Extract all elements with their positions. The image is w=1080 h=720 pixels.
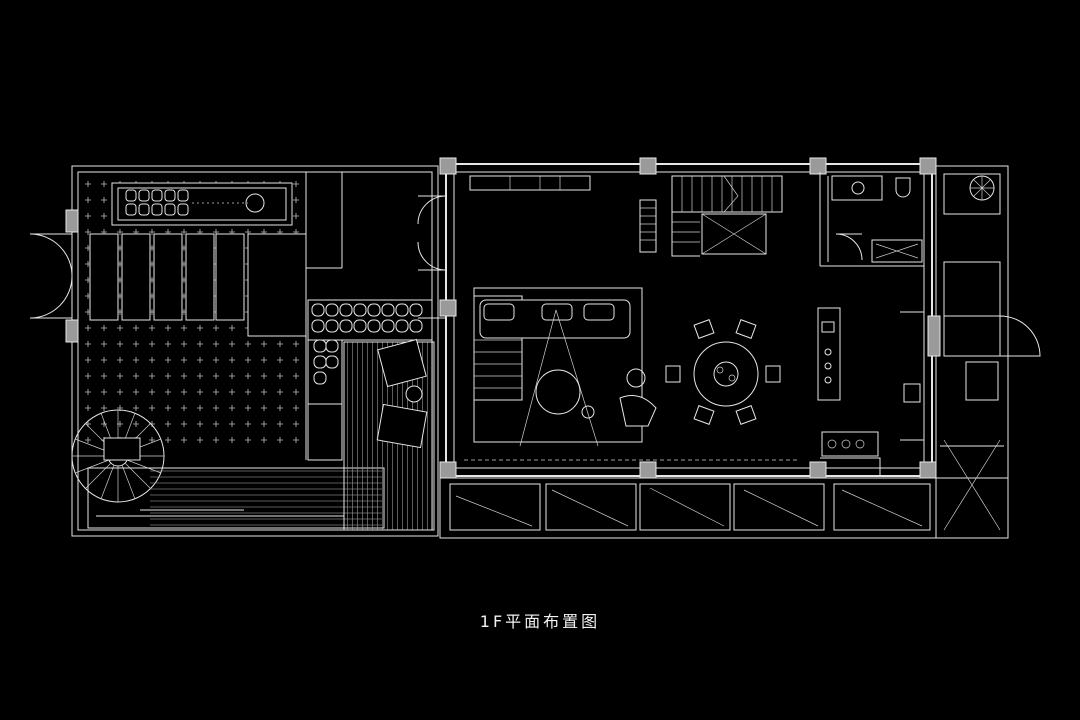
shrub-planter <box>307 299 433 461</box>
drawing-caption: 1F平面布置图 <box>479 612 601 631</box>
bathroom <box>831 175 923 263</box>
sun-loungers <box>89 233 307 337</box>
garden-area <box>29 165 439 537</box>
water-stones <box>125 189 189 216</box>
garden-gate <box>29 209 79 343</box>
spiral-stair <box>71 409 165 503</box>
living-room <box>473 287 657 447</box>
main-house <box>417 157 937 479</box>
deck-lounge <box>343 338 435 531</box>
dining-table <box>665 319 781 425</box>
kitchen <box>817 307 925 476</box>
right-wing <box>927 165 1041 539</box>
main-stair <box>639 175 783 257</box>
glass-terrace <box>439 477 1009 539</box>
